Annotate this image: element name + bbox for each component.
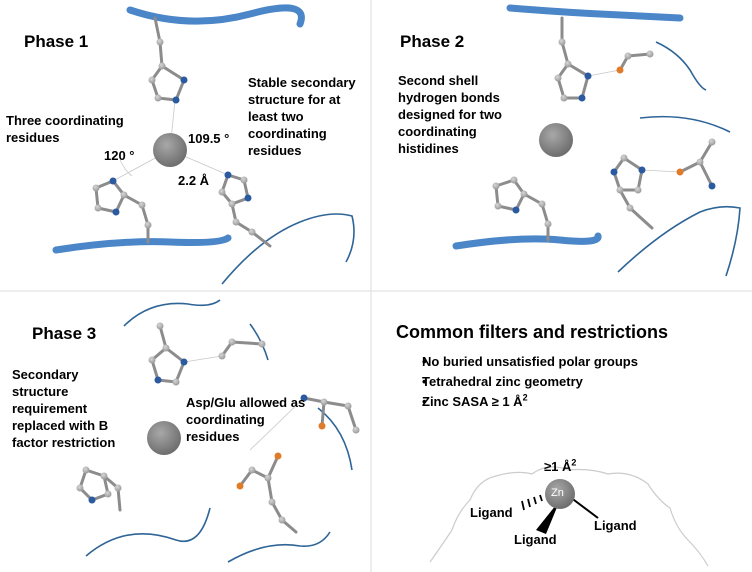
phase1-loop [221, 213, 355, 285]
phase2-helix-top [506, 4, 684, 22]
phase2-label-hbond: Second shell hydrogen bonds designed for… [398, 73, 502, 156]
phase2-zinc [539, 123, 573, 157]
phase2-loop-top [655, 41, 707, 91]
phase1-title: Phase 1 [24, 32, 89, 51]
zinc-atom [545, 479, 575, 509]
ligand-bond-wedge [536, 500, 560, 534]
phase1-structure [52, 4, 355, 285]
protein-surface-outline [429, 466, 709, 567]
phase3-loop-bottom [227, 531, 331, 563]
phase3-label-bfactor: Secondary structure requirement replaced… [12, 367, 116, 450]
filters-list: No buried unsatisfied polar groups Tetra… [400, 352, 638, 412]
ligand-label-right: Ligand [594, 518, 637, 533]
phase2-title: Phase 2 [400, 32, 465, 51]
ligand-label-bottom: Ligand [514, 532, 557, 547]
filter-item: Tetrahedral zinc geometry [400, 372, 638, 392]
phase2-helix-bottom [452, 232, 602, 250]
sasa-illustration [429, 466, 709, 567]
phase2-loop-bottom [617, 205, 741, 277]
phase1-distance: 2.2 Å [178, 173, 210, 188]
phase1-label-coordinating: Three coordinating residues [6, 113, 124, 145]
phase1-angle-tetrahedral: 109.5 ° [188, 131, 230, 146]
phase3-zinc [147, 421, 181, 455]
phase3-structure [76, 299, 360, 563]
filters-title: Common filters and restrictions [396, 322, 669, 342]
filter-item: No buried unsatisfied polar groups [400, 352, 638, 372]
phase3-label-aspglu: Asp/Glu allowed as coordinating residues [186, 395, 306, 444]
phase1-angle-120: 120 ° [104, 148, 135, 163]
ligand-bond-hashed [521, 492, 548, 511]
filter-item: Zinc SASA ≥ 1 Å2 [400, 392, 638, 412]
phase2-loop-right [639, 115, 731, 133]
phase1-helix-bottom [52, 234, 232, 254]
phase3-loop-bottomleft [85, 507, 211, 557]
phase1-helix-top [126, 4, 305, 28]
ligand-label-left: Ligand [470, 505, 513, 520]
sasa-exponent: 2 [522, 392, 528, 403]
phase3-loop-top [123, 299, 221, 327]
zinc-symbol: Zn [551, 487, 564, 499]
phase3-title: Phase 3 [32, 324, 97, 343]
phase2-structure [452, 4, 741, 277]
phase1-label-secondary: Stable secondary structure for at least … [248, 75, 356, 158]
phase1-zinc [153, 133, 187, 167]
sasa-threshold-label: ≥1 Å2 [544, 457, 577, 474]
